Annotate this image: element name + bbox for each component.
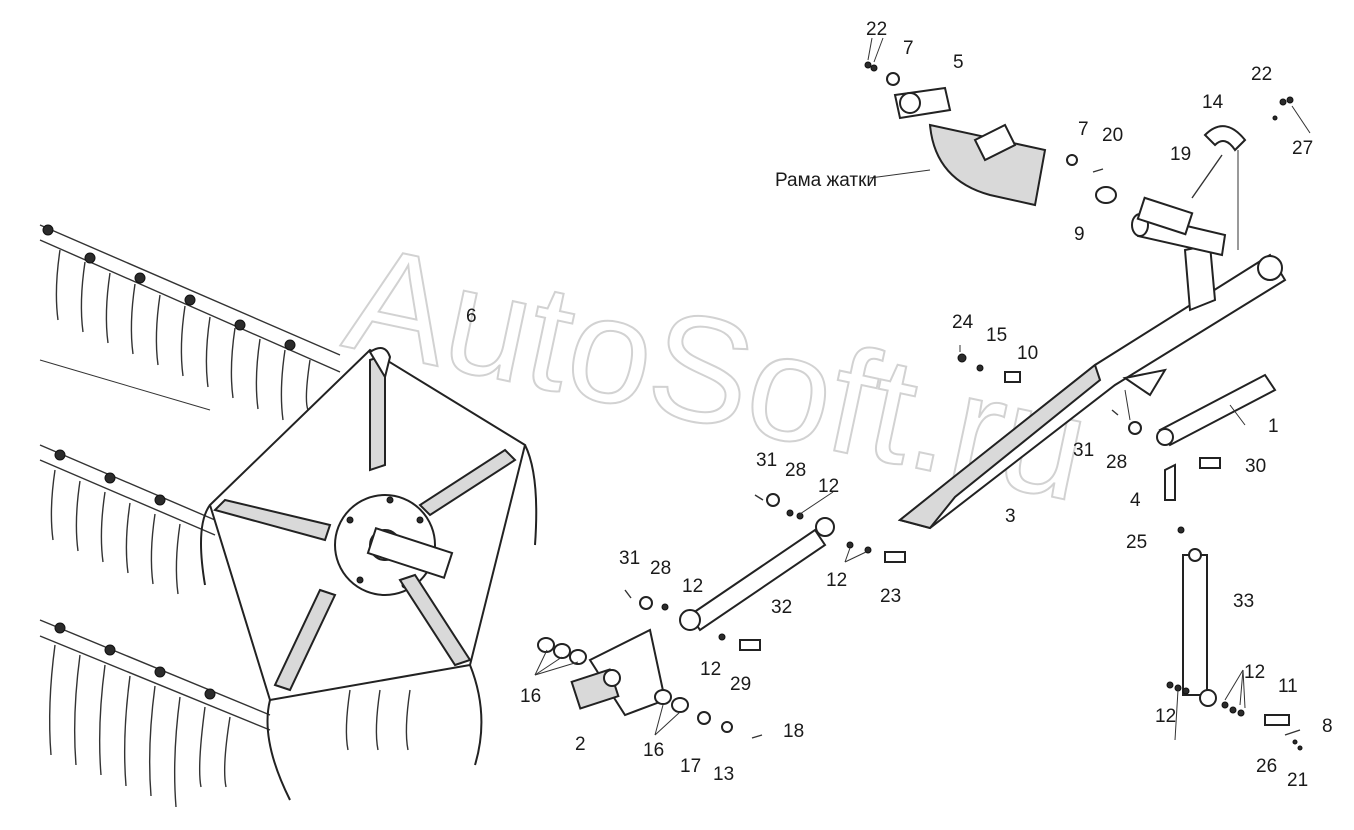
callout-11: 11 bbox=[1278, 676, 1298, 697]
frame-label: Рама жатки bbox=[775, 170, 877, 191]
callout-17: 17 bbox=[680, 756, 701, 777]
header-frame-drawing bbox=[893, 86, 1047, 207]
hardware-drawings bbox=[537, 61, 1303, 751]
callout-31a: 31 bbox=[756, 450, 777, 471]
callout-1: 1 bbox=[1268, 416, 1279, 437]
callout-4: 4 bbox=[1130, 490, 1141, 511]
callout-31b: 31 bbox=[619, 548, 640, 569]
reel-drawing bbox=[39, 224, 538, 808]
callout-32: 32 bbox=[771, 597, 792, 618]
callout-15: 15 bbox=[986, 325, 1007, 346]
callout-9: 9 bbox=[1074, 224, 1085, 245]
callout-20: 20 bbox=[1102, 125, 1123, 146]
callout-7a: 7 bbox=[903, 38, 914, 59]
leader-lines bbox=[534, 37, 1311, 741]
callout-29: 29 bbox=[730, 674, 751, 695]
callout-16a: 16 bbox=[520, 686, 541, 707]
callout-12c: 12 bbox=[682, 576, 703, 597]
callout-22b: 22 bbox=[1251, 64, 1272, 85]
callout-12a: 12 bbox=[818, 476, 839, 497]
callout-12b: 12 bbox=[826, 570, 847, 591]
callout-19: 19 bbox=[1170, 144, 1191, 165]
callout-10: 10 bbox=[1017, 343, 1038, 364]
callout-33: 33 bbox=[1233, 591, 1254, 612]
callout-27: 27 bbox=[1292, 138, 1313, 159]
callout-22a: 22 bbox=[866, 19, 887, 40]
callout-7b: 7 bbox=[1078, 119, 1089, 140]
callout-8: 8 bbox=[1322, 716, 1333, 737]
callout-6: 6 bbox=[466, 306, 477, 327]
callout-3: 3 bbox=[1005, 506, 1016, 527]
callouts: 1 2 3 4 5 6 7 7 8 9 10 11 12 12 12 12 12… bbox=[466, 19, 1333, 791]
callout-28c: 28 bbox=[1106, 452, 1127, 473]
callout-26: 26 bbox=[1256, 756, 1277, 777]
callout-16b: 16 bbox=[643, 740, 664, 761]
callout-12e: 12 bbox=[1155, 706, 1176, 727]
callout-31c: 31 bbox=[1073, 440, 1094, 461]
callout-14: 14 bbox=[1202, 92, 1224, 113]
callout-18: 18 bbox=[783, 721, 804, 742]
callout-23: 23 bbox=[880, 586, 901, 607]
callout-25: 25 bbox=[1126, 532, 1147, 553]
callout-28a: 28 bbox=[785, 460, 806, 481]
callout-12d: 12 bbox=[700, 659, 721, 680]
callout-28b: 28 bbox=[650, 558, 671, 579]
callout-30: 30 bbox=[1245, 456, 1266, 477]
callout-2: 2 bbox=[575, 734, 586, 755]
callout-21: 21 bbox=[1287, 770, 1308, 791]
callout-12f: 12 bbox=[1244, 662, 1265, 683]
callout-5: 5 bbox=[953, 52, 964, 73]
callout-13: 13 bbox=[713, 764, 734, 785]
callout-24: 24 bbox=[952, 312, 974, 333]
